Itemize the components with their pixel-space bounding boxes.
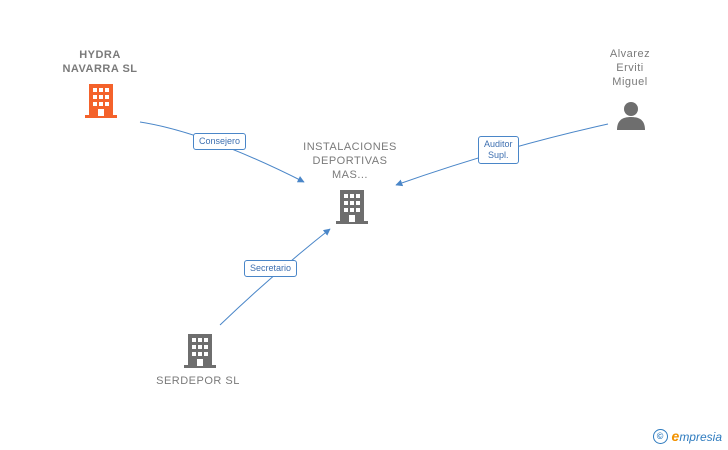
node-label-serdepor: SERDEPOR SL (140, 374, 256, 388)
brand-logo: © empresia (652, 428, 722, 444)
node-label-center: INSTALACIONES DEPORTIVAS MAS... (285, 140, 415, 182)
relation-label-consejero: Consejero (193, 133, 247, 150)
copyright-icon: © (652, 428, 668, 444)
relation-label-auditor: Auditor Supl. (478, 136, 519, 164)
person-icon (617, 102, 645, 130)
node-label-line: SERDEPOR SL (156, 375, 240, 387)
node-label-line: Erviti (616, 62, 644, 74)
node-label-line: HYDRA (79, 49, 121, 61)
node-label-line: INSTALACIONES (303, 141, 397, 153)
brand-initial: e (671, 428, 680, 444)
relation-label-line: Supl. (488, 150, 509, 160)
building-icon (184, 334, 216, 368)
relation-label-secretario: Secretario (244, 260, 298, 277)
building-icon (85, 84, 117, 118)
relation-label-line: Auditor (484, 139, 513, 149)
edge-hydra-to-center (139, 121, 305, 183)
edge-serdepor-to-center (219, 228, 331, 326)
brand-name: empresia (672, 428, 722, 444)
brand-rest: mpresia (679, 430, 722, 444)
node-label-line: DEPORTIVAS (312, 155, 388, 167)
building-icon (336, 190, 368, 224)
node-label-line: Alvarez (609, 48, 651, 60)
node-label-alvarez: Alvarez Erviti Miguel (580, 47, 680, 89)
node-label-line: MAS... (331, 169, 368, 181)
node-label-hydra: HYDRA NAVARRA SL (40, 48, 160, 76)
node-label-line: NAVARRA SL (62, 63, 138, 75)
node-label-line: Miguel (612, 76, 648, 88)
